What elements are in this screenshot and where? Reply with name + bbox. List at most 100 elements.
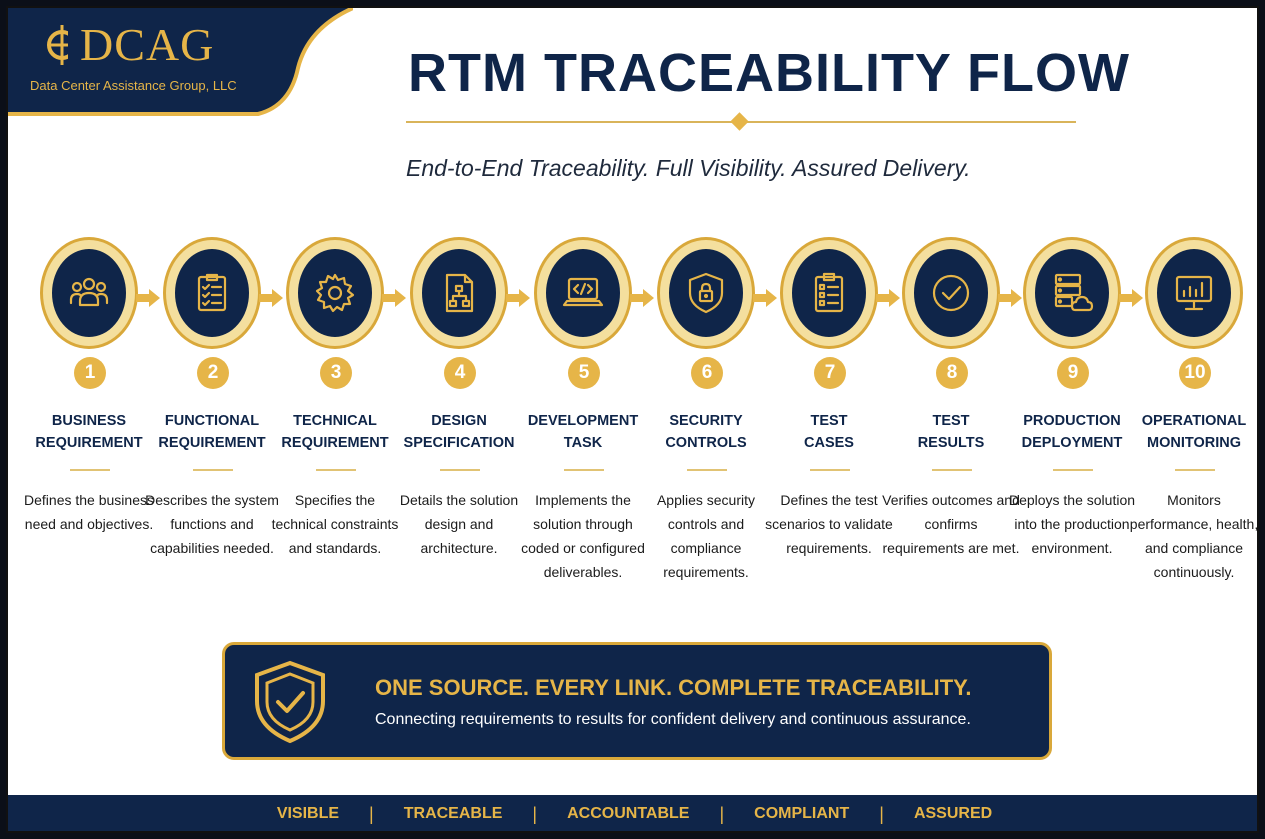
footer-bar: VISIBLE | TRACEABLE | ACCOUNTABLE | COMP… [8, 795, 1257, 831]
flow-arrow-icon [876, 289, 900, 307]
check-circle-icon [914, 249, 988, 337]
step-number-badge: 7 [814, 357, 846, 389]
page-title: RTM TRACEABILITY FLOW [408, 43, 1130, 103]
step-title: SECURITY CONTROLS [637, 410, 775, 454]
step-number-badge: 6 [691, 357, 723, 389]
footer-item-compliant: COMPLIANT [754, 805, 850, 822]
banner-subtitle: Connecting requirements to results for c… [375, 711, 971, 728]
step-title-line1: BUSINESS [51, 413, 127, 429]
step-icon-ring [534, 237, 632, 349]
step-title-line1: DEVELOPMENT [527, 413, 639, 429]
step-description: Implements the solution through coded or… [521, 492, 645, 580]
step-icon-ring [1145, 237, 1243, 349]
step-title-line2: SPECIFICATION [403, 435, 515, 451]
footer-separator: | [879, 803, 884, 824]
step-icon-ring [902, 237, 1000, 349]
step-title: TEST RESULTS [882, 410, 1020, 454]
step-description: Verifies outcomes and confirms requireme… [882, 492, 1020, 556]
laptop-code-icon [546, 249, 620, 337]
step-title-line2: RESULTS [917, 435, 985, 451]
footer-separator: | [532, 803, 538, 824]
step-title-line1: SECURITY [669, 413, 743, 429]
summary-banner: ONE SOURCE. EVERY LINK. COMPLETE TRACEAB… [222, 642, 1052, 760]
flow-arrow-icon [506, 289, 530, 307]
step-divider [932, 469, 972, 471]
step-title-line2: REQUIREMENT [158, 435, 266, 451]
step-title-line1: DESIGN [431, 413, 487, 429]
step-divider [564, 469, 604, 471]
step-divider [70, 469, 110, 471]
step-title-line2: CASES [804, 435, 854, 451]
logo-block: DCAG Data Center Assistance Group, LLC [8, 8, 353, 120]
step-icon-ring [1023, 237, 1121, 349]
step-title: TEST CASES [760, 410, 898, 454]
logo-mark-icon [47, 24, 78, 65]
step-description: Details the solution design and architec… [399, 492, 519, 556]
flow-arrow-icon [136, 289, 160, 307]
step-divider [193, 469, 233, 471]
flow-arrow-icon [998, 289, 1022, 307]
checklist-icon [175, 249, 249, 337]
step-description: Defines the business need and objectives… [24, 492, 154, 532]
step-icon-ring [40, 237, 138, 349]
step-icon-ring [286, 237, 384, 349]
step-title-line1: TECHNICAL [293, 413, 377, 429]
document-hierarchy-icon [422, 249, 496, 337]
step-divider [440, 469, 480, 471]
title-diamond-ornament [730, 112, 749, 131]
logo-tagline: Data Center Assistance Group, LLC [30, 78, 237, 93]
logo-name: DCAG [80, 19, 215, 70]
step-number-badge: 5 [568, 357, 600, 389]
step-number-badge: 10 [1179, 357, 1211, 389]
footer-item-visible: VISIBLE [276, 805, 340, 822]
step-title-line2: DEPLOYMENT [1021, 435, 1123, 451]
step-title-line1: PRODUCTION [1023, 413, 1121, 429]
flow-arrow-icon [753, 289, 777, 307]
step-title-line2: CONTROLS [665, 435, 747, 451]
server-cloud-icon [1035, 249, 1109, 337]
step-icon-ring [410, 237, 508, 349]
flow-arrow-icon [1119, 289, 1143, 307]
step-divider [810, 469, 850, 471]
footer-separator: | [719, 803, 725, 824]
step-number-badge: 9 [1057, 357, 1089, 389]
people-icon [52, 249, 126, 337]
shield-check-icon [255, 660, 325, 744]
shield-lock-icon [669, 249, 743, 337]
step-title-line2: REQUIREMENT [281, 435, 389, 451]
footer-separator: | [369, 803, 374, 824]
step-description: Monitors performance, health, and compli… [1129, 492, 1259, 580]
step-title-line1: TEST [810, 413, 848, 429]
logo-background [8, 8, 353, 116]
step-number-badge: 8 [936, 357, 968, 389]
footer-item-accountable: ACCOUNTABLE [567, 805, 690, 822]
step-title-line2: REQUIREMENT [35, 435, 143, 451]
footer-item-traceable: TRACEABLE [403, 805, 503, 822]
step-title-line1: OPERATIONAL [1141, 413, 1247, 429]
step-title-line1: FUNCTIONAL [164, 413, 260, 429]
step-title: BUSINESS REQUIREMENT [20, 410, 158, 454]
step-number-badge: 1 [74, 357, 106, 389]
step-title: PRODUCTION DEPLOYMENT [1003, 410, 1141, 454]
step-divider [687, 469, 727, 471]
infographic-frame: DCAG Data Center Assistance Group, LLC R… [6, 6, 1259, 833]
step-description: Specifies the technical constraints and … [271, 492, 399, 556]
step-description: Defines the test scenarios to validate r… [765, 492, 893, 556]
step-title: DESIGN SPECIFICATION [390, 410, 528, 454]
banner-title: ONE SOURCE. EVERY LINK. COMPLETE TRACEAB… [375, 675, 972, 700]
flow-arrow-icon [259, 289, 283, 307]
step-title-line2: TASK [563, 435, 603, 451]
page-subtitle: End-to-End Traceability. Full Visibility… [406, 155, 971, 181]
step-title: FUNCTIONAL REQUIREMENT [143, 410, 281, 454]
step-icon-ring [657, 237, 755, 349]
step-title-line1: TEST [932, 413, 970, 429]
step-number-badge: 4 [444, 357, 476, 389]
step-icon-ring [163, 237, 261, 349]
step-divider [1175, 469, 1215, 471]
flow-arrow-icon [630, 289, 654, 307]
flow-arrow-icon [382, 289, 406, 307]
step-icon-ring [780, 237, 878, 349]
step-title: DEVELOPMENT TASK [514, 410, 652, 454]
step-description: Describes the system functions and capab… [145, 492, 279, 556]
footer-item-assured: ASSURED [913, 805, 993, 822]
